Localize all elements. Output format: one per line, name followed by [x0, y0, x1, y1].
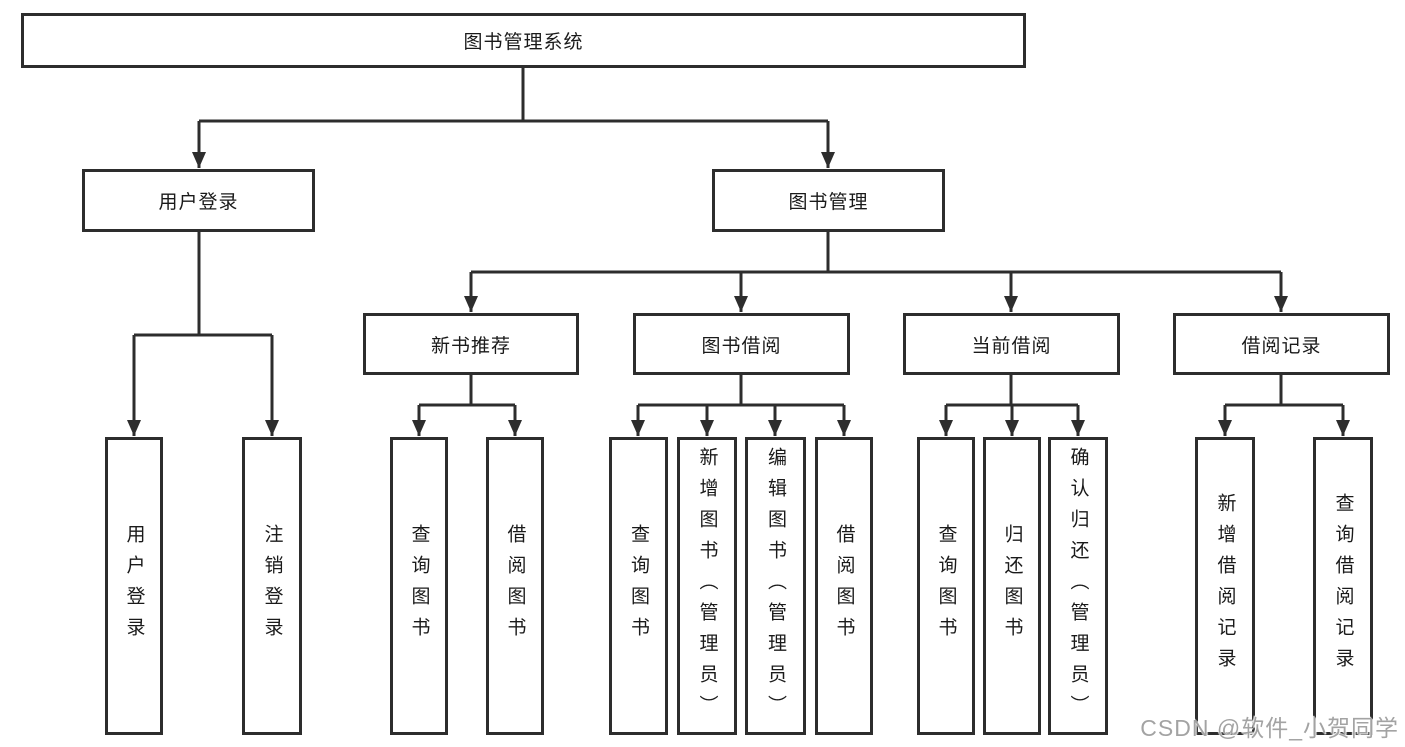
leaf-add-books-admin: 新增图书（管理员）	[677, 437, 737, 735]
node-label: 借阅图书	[833, 524, 855, 648]
node-label: 查询图书	[628, 524, 649, 648]
node-book-management-module: 图书管理	[712, 169, 945, 232]
leaf-return-books: 归还图书	[983, 437, 1041, 735]
node-borrow-records: 借阅记录	[1173, 313, 1390, 375]
leaf-borrow-books: 借阅图书	[486, 437, 544, 735]
node-label: 借阅记录	[1241, 335, 1322, 357]
node-label: 归还图书	[1001, 524, 1023, 648]
node-label: 查询图书	[935, 524, 957, 648]
leaf-query-books: 查询图书	[917, 437, 975, 735]
node-label: 图书借阅	[701, 335, 782, 357]
node-label: 借阅图书	[504, 524, 526, 648]
node-label: 图书管理系统	[463, 32, 584, 53]
node-label: 新增图书（管理员）	[696, 446, 718, 726]
node-label: 注销登录	[261, 524, 283, 648]
leaf-logout: 注销登录	[242, 437, 302, 735]
node-label: 当前借阅	[971, 335, 1052, 357]
leaf-query-borrow-record: 查询借阅记录	[1313, 437, 1373, 735]
leaf-query-books: 查询图书	[609, 437, 668, 735]
leaf-add-borrow-record: 新增借阅记录	[1195, 437, 1255, 735]
leaf-confirm-return-admin: 确认归还（管理员）	[1048, 437, 1108, 735]
node-label: 图书管理	[788, 192, 869, 213]
leaf-user-login: 用户登录	[105, 437, 163, 735]
node-label: 新书推荐	[430, 335, 511, 357]
csdn-watermark: CSDN @软件_小贺同学	[1140, 715, 1399, 741]
node-label: 编辑图书（管理员）	[765, 446, 786, 726]
node-label: 确认归还（管理员）	[1067, 446, 1089, 726]
leaf-edit-books-admin: 编辑图书（管理员）	[745, 437, 806, 735]
node-new-book-recommend: 新书推荐	[363, 313, 579, 375]
leaf-borrow-books: 借阅图书	[815, 437, 873, 735]
leaf-query-books: 查询图书	[390, 437, 448, 735]
node-label: 新增借阅记录	[1214, 493, 1236, 679]
node-user-login-module: 用户登录	[82, 169, 315, 232]
node-label: 查询图书	[408, 524, 430, 648]
node-label: 用户登录	[123, 524, 145, 648]
node-label: 用户登录	[158, 192, 239, 213]
node-root-library-management-system: 图书管理系统	[21, 13, 1026, 68]
node-label: 查询借阅记录	[1332, 493, 1354, 679]
node-current-borrow: 当前借阅	[903, 313, 1120, 375]
node-book-borrow: 图书借阅	[633, 313, 850, 375]
